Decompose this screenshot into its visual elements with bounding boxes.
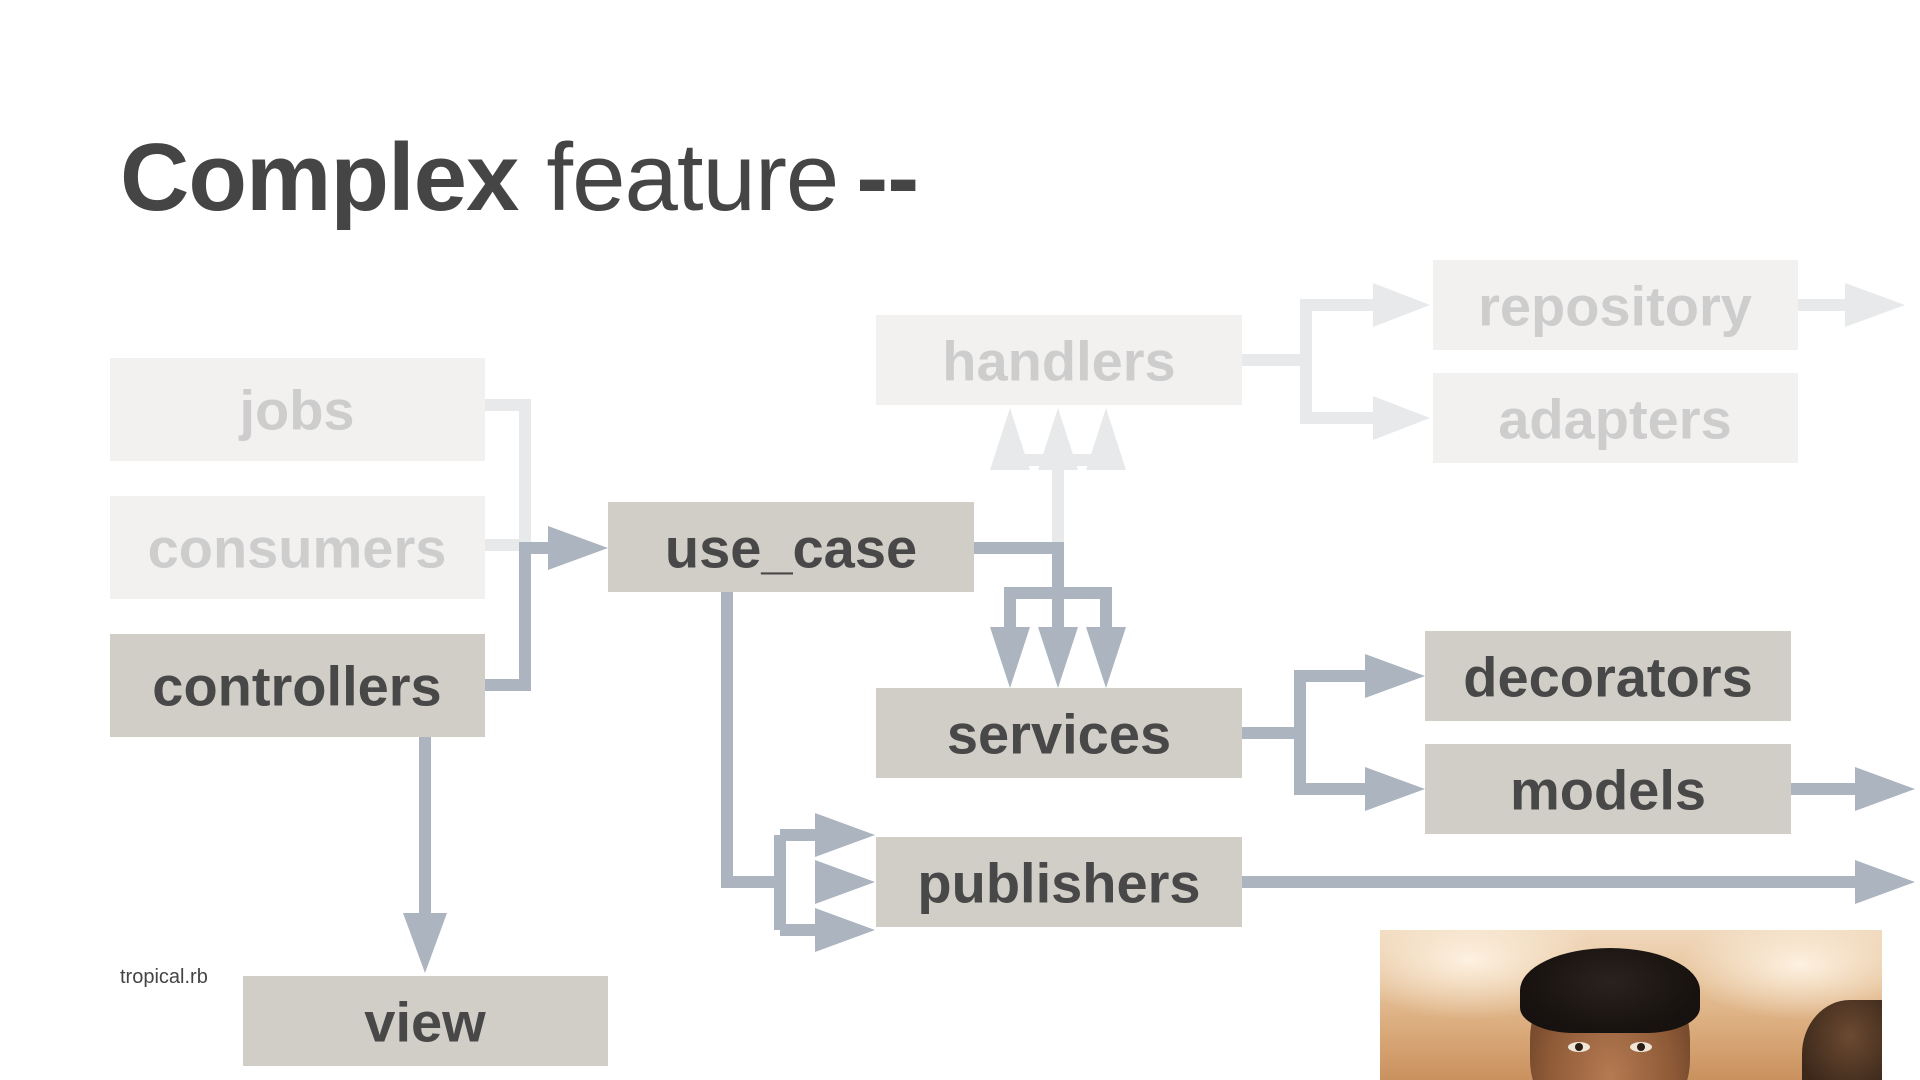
node-services: services (876, 688, 1242, 778)
title-bold: Complex (120, 124, 519, 231)
node-consumers: consumers (110, 496, 485, 599)
node-view: view (243, 976, 608, 1066)
edge-jobs-to-use-case (485, 399, 531, 545)
edge-use-case-to-publishers (721, 592, 820, 936)
arrowhead-publishers-bottom (815, 908, 875, 952)
warrior-eye-left (1568, 1042, 1590, 1052)
arrowhead-handlers-center (1038, 408, 1078, 470)
title-dash: -- (856, 124, 919, 231)
node-models-label: models (1510, 759, 1706, 822)
node-decorators-label: decorators (1463, 646, 1752, 709)
node-decorators: decorators (1425, 631, 1791, 721)
edge-use-case-to-services (974, 542, 1112, 640)
node-repository: repository (1433, 260, 1798, 350)
node-view-label: view (364, 991, 486, 1054)
arrowhead-use-case (548, 526, 608, 570)
node-publishers-label: publishers (917, 852, 1200, 915)
arrowhead-repository (1373, 283, 1430, 327)
arrowhead-view (403, 913, 447, 973)
node-controllers: controllers (110, 634, 485, 737)
node-models: models (1425, 744, 1791, 834)
node-use-case: use_case (608, 502, 974, 592)
arrowhead-publishers-top (815, 813, 875, 857)
node-adapters-label: adapters (1498, 388, 1731, 451)
node-handlers-label: handlers (942, 330, 1175, 393)
edge-controllers-to-use-case (485, 542, 555, 691)
node-handlers: handlers (876, 315, 1242, 405)
arrowhead-services-center (1038, 627, 1078, 688)
arrowhead-models-out (1855, 767, 1915, 811)
node-services-label: services (947, 703, 1171, 766)
node-jobs-label: jobs (238, 379, 354, 442)
warrior-eye-right (1630, 1042, 1652, 1052)
node-jobs: jobs (110, 358, 485, 461)
spartan-warrior-photo (1380, 930, 1882, 1080)
warrior-hair (1520, 948, 1700, 1033)
node-adapters: adapters (1433, 373, 1798, 463)
node-repository-label: repository (1478, 275, 1752, 338)
edge-handlers-to-adapters (1300, 360, 1378, 424)
arrowhead-repository-out (1845, 283, 1905, 327)
node-use-case-label: use_case (665, 517, 917, 580)
edge-handlers-to-repository (1242, 299, 1378, 366)
arrowhead-handlers-left (990, 408, 1030, 470)
arrowhead-handlers-right (1086, 408, 1126, 470)
edge-services-to-decorators (1242, 670, 1370, 739)
arrowhead-adapters (1373, 396, 1430, 440)
node-publishers: publishers (876, 837, 1242, 927)
node-controllers-label: controllers (152, 655, 441, 718)
node-consumers-label: consumers (148, 517, 447, 580)
footer-brand: tropical.rb (120, 966, 208, 988)
title-light: feature (546, 124, 839, 231)
arrowhead-publishers-middle (815, 860, 875, 904)
arrowhead-decorators (1365, 654, 1425, 698)
arrowhead-models (1365, 767, 1425, 811)
arrowhead-services-left (990, 627, 1030, 688)
arrowhead-services-right (1086, 627, 1126, 688)
edge-services-to-models (1294, 733, 1370, 795)
arrowhead-publishers-out (1855, 860, 1915, 904)
